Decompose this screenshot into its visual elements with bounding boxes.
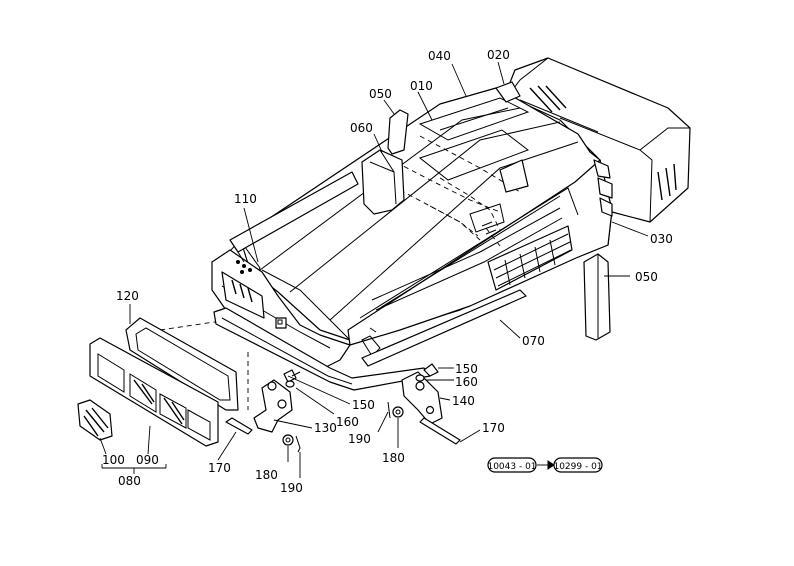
serial-to-text: 10299 - 01 — [553, 462, 602, 472]
callout-190-left: 190 — [280, 481, 303, 495]
callout-040: 040 — [428, 49, 451, 63]
leader-lines — [99, 61, 649, 478]
callout-170-left: 170 — [208, 461, 231, 475]
callout-180-left: 180 — [255, 468, 278, 482]
callout-120: 120 — [116, 289, 139, 303]
callout-030: 030 — [650, 232, 673, 246]
callout-140: 140 — [452, 394, 475, 408]
serial-to-box — [553, 457, 603, 473]
callout-190-right: 190 — [348, 432, 371, 446]
callout-labels: 010 020 030 040 050 050 060 070 080 090 … — [102, 48, 673, 495]
callout-180-right: 180 — [382, 451, 405, 465]
callout-090: 090 — [136, 453, 159, 467]
front-frame-120 — [125, 317, 239, 411]
callout-050-upper: 050 — [369, 87, 392, 101]
callout-060: 060 — [350, 121, 373, 135]
grille-090 — [89, 337, 219, 447]
callout-170-right: 170 — [482, 421, 505, 435]
emblem-100 — [77, 399, 113, 441]
callout-080: 080 — [118, 474, 141, 488]
hood-left-wing — [229, 171, 359, 263]
callout-160-right: 160 — [455, 375, 478, 389]
pad-050-upper — [387, 109, 409, 155]
hood-010 — [211, 81, 613, 371]
serial-from-box — [487, 457, 537, 473]
serial-from-text: 10043 - 01 — [487, 462, 536, 472]
pad-050-lower — [583, 253, 611, 341]
bracket-060 — [361, 149, 405, 215]
serial-range-box: 10043 - 01 10299 - 01 — [487, 457, 603, 473]
callout-110: 110 — [234, 192, 257, 206]
callout-070: 070 — [522, 334, 545, 348]
strip-070 — [361, 289, 527, 367]
callout-150-left: 150 — [352, 398, 375, 412]
arrow-right-icon — [547, 460, 555, 470]
fasteners — [225, 363, 461, 453]
callout-010: 010 — [410, 79, 433, 93]
top-inner-panels — [418, 129, 530, 235]
bracket-130 — [253, 379, 293, 433]
callout-150-right: 150 — [455, 362, 478, 376]
rear-cowl-020 — [504, 57, 691, 223]
callout-050-lower: 050 — [635, 270, 658, 284]
callout-160-left: 160 — [336, 415, 359, 429]
callout-020: 020 — [487, 48, 510, 62]
callout-130: 130 — [314, 421, 337, 435]
callout-100: 100 — [102, 453, 125, 467]
